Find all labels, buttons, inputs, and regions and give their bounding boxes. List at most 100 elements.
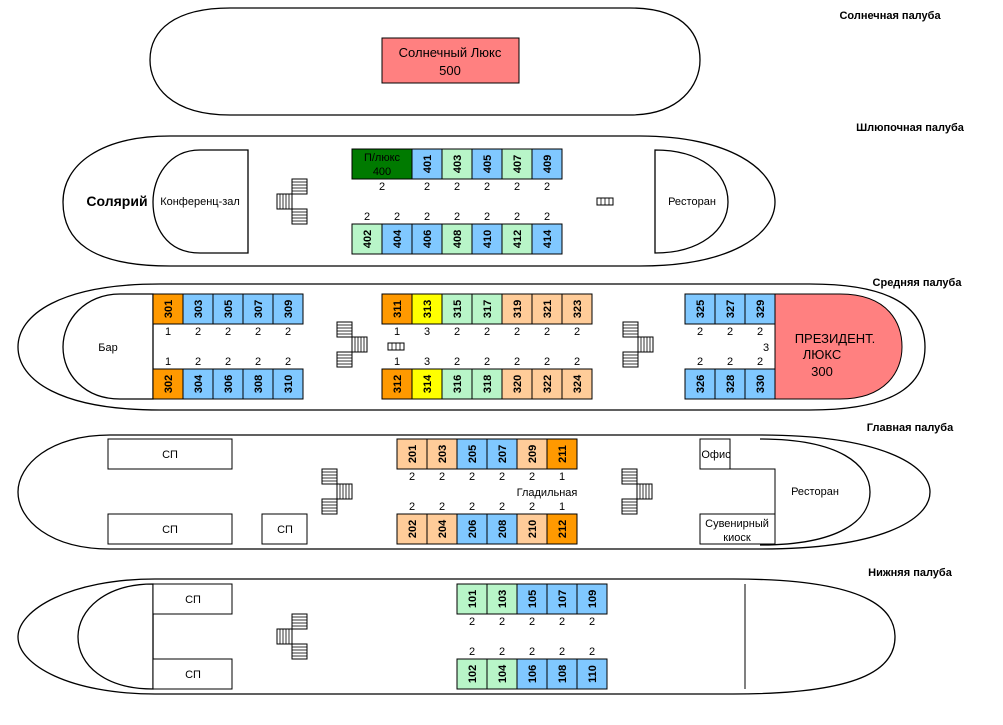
crew-room[interactable] <box>152 658 233 690</box>
cabin-box[interactable] <box>516 513 548 545</box>
cabin-box[interactable] <box>576 583 608 615</box>
cabin-box[interactable] <box>411 223 443 255</box>
cabin-box[interactable] <box>381 368 413 400</box>
cabin-box[interactable] <box>516 583 548 615</box>
cabin-box[interactable] <box>684 368 716 400</box>
crew-room[interactable] <box>261 513 308 545</box>
cabin-box[interactable] <box>684 293 716 325</box>
cabin-box[interactable] <box>272 368 304 400</box>
cabin-box[interactable] <box>744 293 776 325</box>
cabin-box[interactable] <box>441 223 473 255</box>
cabin-box[interactable] <box>546 658 578 690</box>
cabin-box[interactable] <box>576 658 608 690</box>
cabin-box[interactable] <box>182 293 214 325</box>
cabin-box[interactable] <box>531 148 563 180</box>
cabin-box[interactable] <box>471 148 503 180</box>
cabin-box[interactable] <box>546 583 578 615</box>
cabin-box[interactable] <box>531 368 563 400</box>
junior-suite-400[interactable] <box>351 148 413 180</box>
cabin-box[interactable] <box>501 148 533 180</box>
cabin-box[interactable] <box>516 438 548 470</box>
cabin-box[interactable] <box>272 293 304 325</box>
cabin-box[interactable] <box>546 513 578 545</box>
cabin-box[interactable] <box>212 368 244 400</box>
president-suite-300[interactable] <box>774 293 903 400</box>
cabin-box[interactable] <box>501 223 533 255</box>
souvenir-kiosk[interactable] <box>699 513 776 545</box>
boat-restaurant[interactable] <box>654 149 729 254</box>
cabin-box[interactable] <box>456 438 488 470</box>
cabin-box[interactable] <box>182 368 214 400</box>
cabin-box[interactable] <box>516 658 548 690</box>
cabin-box[interactable] <box>501 368 533 400</box>
cabin-box[interactable] <box>531 223 563 255</box>
cabin-box[interactable] <box>486 513 518 545</box>
cabin-box[interactable] <box>531 293 563 325</box>
cabin-box[interactable] <box>471 223 503 255</box>
cabin-box[interactable] <box>456 658 488 690</box>
cabin-box[interactable] <box>546 438 578 470</box>
cabin-box[interactable] <box>351 223 383 255</box>
crew-room[interactable] <box>152 583 233 615</box>
cabin-box[interactable] <box>561 368 593 400</box>
cabin-box[interactable] <box>396 513 428 545</box>
crew-room[interactable] <box>107 513 233 545</box>
cabin-box[interactable] <box>396 438 428 470</box>
crew-room[interactable] <box>107 438 233 470</box>
cabin-box[interactable] <box>381 223 413 255</box>
office[interactable] <box>699 438 731 470</box>
conference-hall[interactable] <box>152 149 249 254</box>
cabin-box[interactable] <box>441 148 473 180</box>
cabin-box[interactable] <box>486 583 518 615</box>
